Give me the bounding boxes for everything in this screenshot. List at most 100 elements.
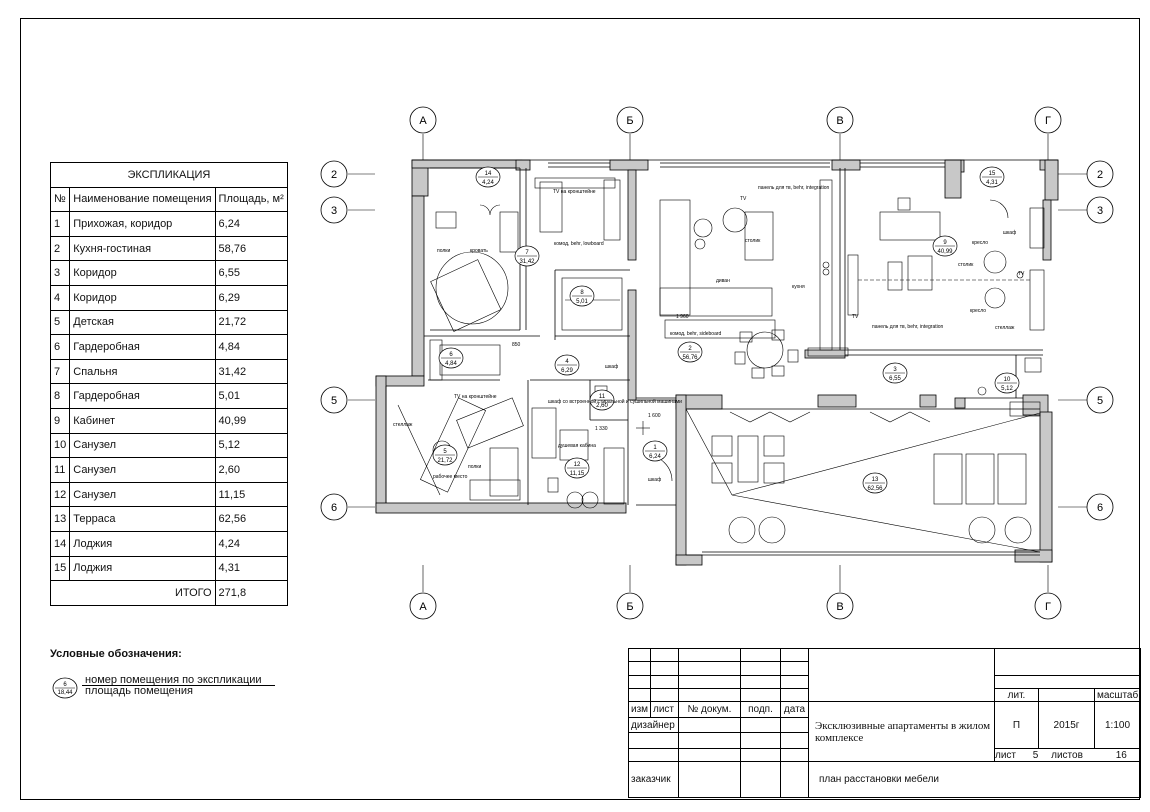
- plan-label-stellazh-k: стеллаж: [995, 325, 1015, 331]
- sheets-value: 16: [1115, 749, 1127, 761]
- drawing-frame: [20, 18, 1140, 800]
- axis-bubble: [409, 592, 437, 620]
- plan-label-shkaf-washer: шкаф со встроенной стиральной и сушильно…: [548, 398, 682, 405]
- room-number: 8: [580, 290, 584, 296]
- explication-cell-name: Лоджия: [69, 530, 216, 557]
- room-area: 56,76: [682, 355, 698, 361]
- plan-label-panel-kabinet: панель для тв, behr, integration: [872, 324, 944, 330]
- explication-cell-area: 5,01: [214, 383, 288, 409]
- sheet-title: план расстановки мебели: [807, 761, 1142, 798]
- axis-label: 2: [331, 169, 337, 181]
- explication-cell-area: 40,99: [214, 407, 288, 434]
- explication-cell-area: 4,31: [214, 555, 288, 582]
- room-area: 6,24: [649, 454, 661, 460]
- explication-cell-area: 6,55: [214, 260, 288, 286]
- explication-cell-num: 13: [49, 506, 71, 532]
- room-markers: 16,24256,7636,5546,29521,7264,84731,4285…: [432, 166, 1020, 494]
- col-list: лист: [650, 701, 679, 718]
- axis-bubble: [1086, 493, 1114, 521]
- room-area: 5,12: [1001, 386, 1013, 392]
- explication-cell-name: Санузел: [69, 457, 216, 483]
- legend-line-number: номер помещения по экспликации: [85, 674, 262, 686]
- room-area: 31,42: [519, 259, 535, 265]
- plan-label-divan: диван: [716, 278, 730, 284]
- axis-label: 3: [1097, 205, 1103, 217]
- room-number: 7: [525, 250, 529, 256]
- axis-label: 2: [1097, 169, 1103, 181]
- explication-cell-area: 21,72: [214, 309, 288, 336]
- room-area: 40,99: [937, 249, 953, 255]
- project-name: Эксклюзивные апартаменты в жилом комплек…: [808, 701, 995, 763]
- plan-label-komod-mid: комод, behr, sideboard: [670, 331, 722, 337]
- plan-label-dim-1960: 1 960: [676, 314, 689, 320]
- explication-cell-name: Прихожая, коридор: [69, 211, 216, 237]
- room-area: 4,24: [482, 180, 494, 186]
- explication-cell-num: 12: [49, 481, 71, 508]
- room-number: 2: [688, 346, 692, 352]
- designer-label: дизайнер: [628, 716, 679, 734]
- title-upper-blank: [808, 647, 995, 703]
- sheet-value: 5: [1032, 749, 1039, 761]
- axis-label: Г: [1045, 115, 1051, 127]
- legend-sample-num: 6: [63, 682, 67, 688]
- room-area: 11,15: [570, 471, 585, 477]
- scale-label: масштаб: [1093, 687, 1142, 703]
- axis-label: В: [836, 601, 843, 613]
- room-number: 6: [449, 352, 453, 358]
- plan-label-dim-1330: 1 330: [595, 426, 608, 432]
- explication-cell-num: 4: [49, 284, 71, 311]
- plan-label-dim-1600: 1 600: [648, 413, 661, 419]
- room-area: 6,29: [561, 368, 573, 374]
- room-number: 11: [599, 394, 606, 400]
- axis-bubble: [616, 592, 644, 620]
- plan-label-rabochee: рабочее место: [433, 474, 468, 480]
- axis-label: 6: [331, 502, 337, 514]
- plan-label-panel-top: панель для тв, behr, integration: [758, 185, 830, 191]
- axis-label: Б: [626, 601, 633, 613]
- plan-label-krovat: кровать: [470, 248, 488, 254]
- legend-line-area: площадь помещения: [85, 685, 193, 697]
- axis-label: 5: [1097, 395, 1103, 407]
- axis-bubble: [1086, 160, 1114, 188]
- explication-cell-num: 14: [49, 530, 71, 557]
- plan-label-dushevaya: душевая кабина: [558, 443, 596, 449]
- axis-label: Г: [1045, 601, 1051, 613]
- interior-walls: [385, 159, 1058, 556]
- plan-label-komod-top: комод, behr, lowboard: [554, 241, 604, 247]
- plan-label-kreslo-2: кресло: [970, 308, 986, 314]
- explication-table: ЭКСПЛИКАЦИЯ № Наименование помещения Пло…: [49, 162, 288, 606]
- axis-bubble: [826, 592, 854, 620]
- plan-label-polki-top: полки: [437, 248, 450, 254]
- axis-bubble: [826, 106, 854, 134]
- axis-bubble: [1086, 196, 1114, 224]
- axis-bubble: [320, 160, 348, 188]
- legend-title: Условные обозначения:: [50, 648, 182, 660]
- furniture: [397, 177, 1045, 553]
- room-area: 4,31: [986, 180, 998, 186]
- customer-label: заказчик: [628, 761, 679, 798]
- grid-axis-lines: [348, 134, 1087, 592]
- sheets-label: листов: [1051, 749, 1083, 761]
- explication-cell-num: 7: [49, 358, 71, 385]
- axis-bubble: [320, 386, 348, 414]
- room-number: 14: [485, 171, 492, 177]
- plan-label-stolik: столик: [745, 238, 761, 244]
- explication-cell-area: 6,29: [214, 284, 288, 311]
- room-number: 3: [893, 367, 897, 373]
- axis-bubble: [320, 196, 348, 224]
- room-number: 1: [653, 445, 657, 451]
- plan-label-tv-kabinet: TV: [852, 314, 859, 320]
- explication-cell-num: 1: [49, 211, 71, 237]
- legend-room-marker: 6 18,44: [52, 677, 78, 699]
- plan-label-shkaf-mid: шкаф: [605, 364, 618, 370]
- sheet-label: лист: [995, 749, 1017, 761]
- axis-label: А: [419, 115, 427, 127]
